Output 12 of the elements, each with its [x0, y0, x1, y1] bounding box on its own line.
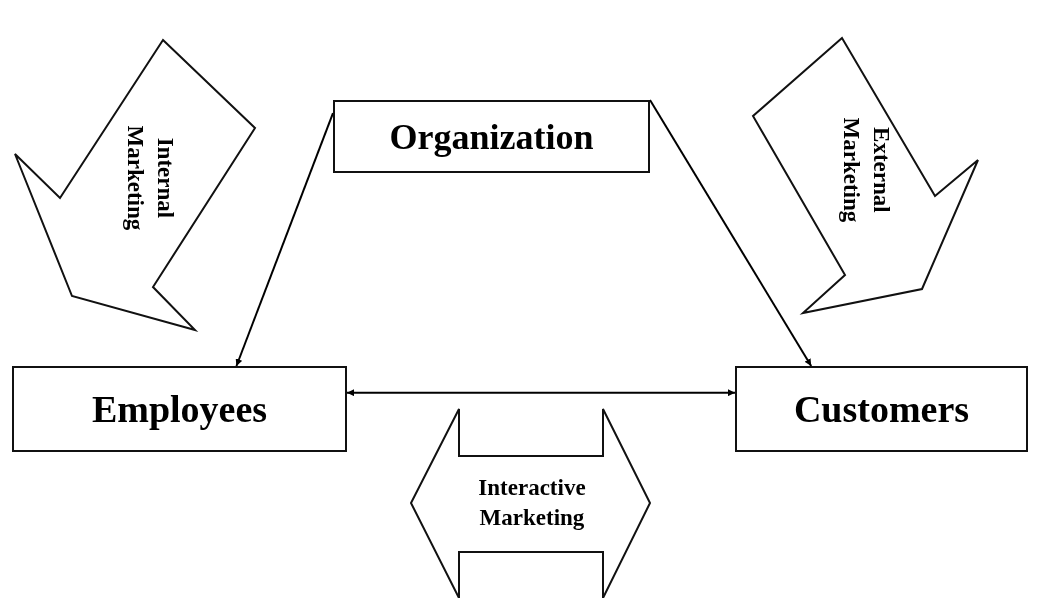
box-label: Organization	[389, 115, 594, 158]
customers-box	[735, 366, 1028, 452]
organization-box	[333, 100, 650, 173]
arrow-label: Interactive Marketing	[477, 474, 587, 532]
arrow	[235, 112, 334, 367]
box-label: Employees	[91, 387, 268, 431]
arrow-label: Internal Marketing	[122, 124, 179, 233]
arrow	[649, 99, 813, 367]
arrow	[346, 389, 736, 397]
arrow-label: External Marketing	[838, 116, 895, 225]
employees-box	[12, 366, 347, 452]
box-label: Customers	[793, 387, 970, 431]
